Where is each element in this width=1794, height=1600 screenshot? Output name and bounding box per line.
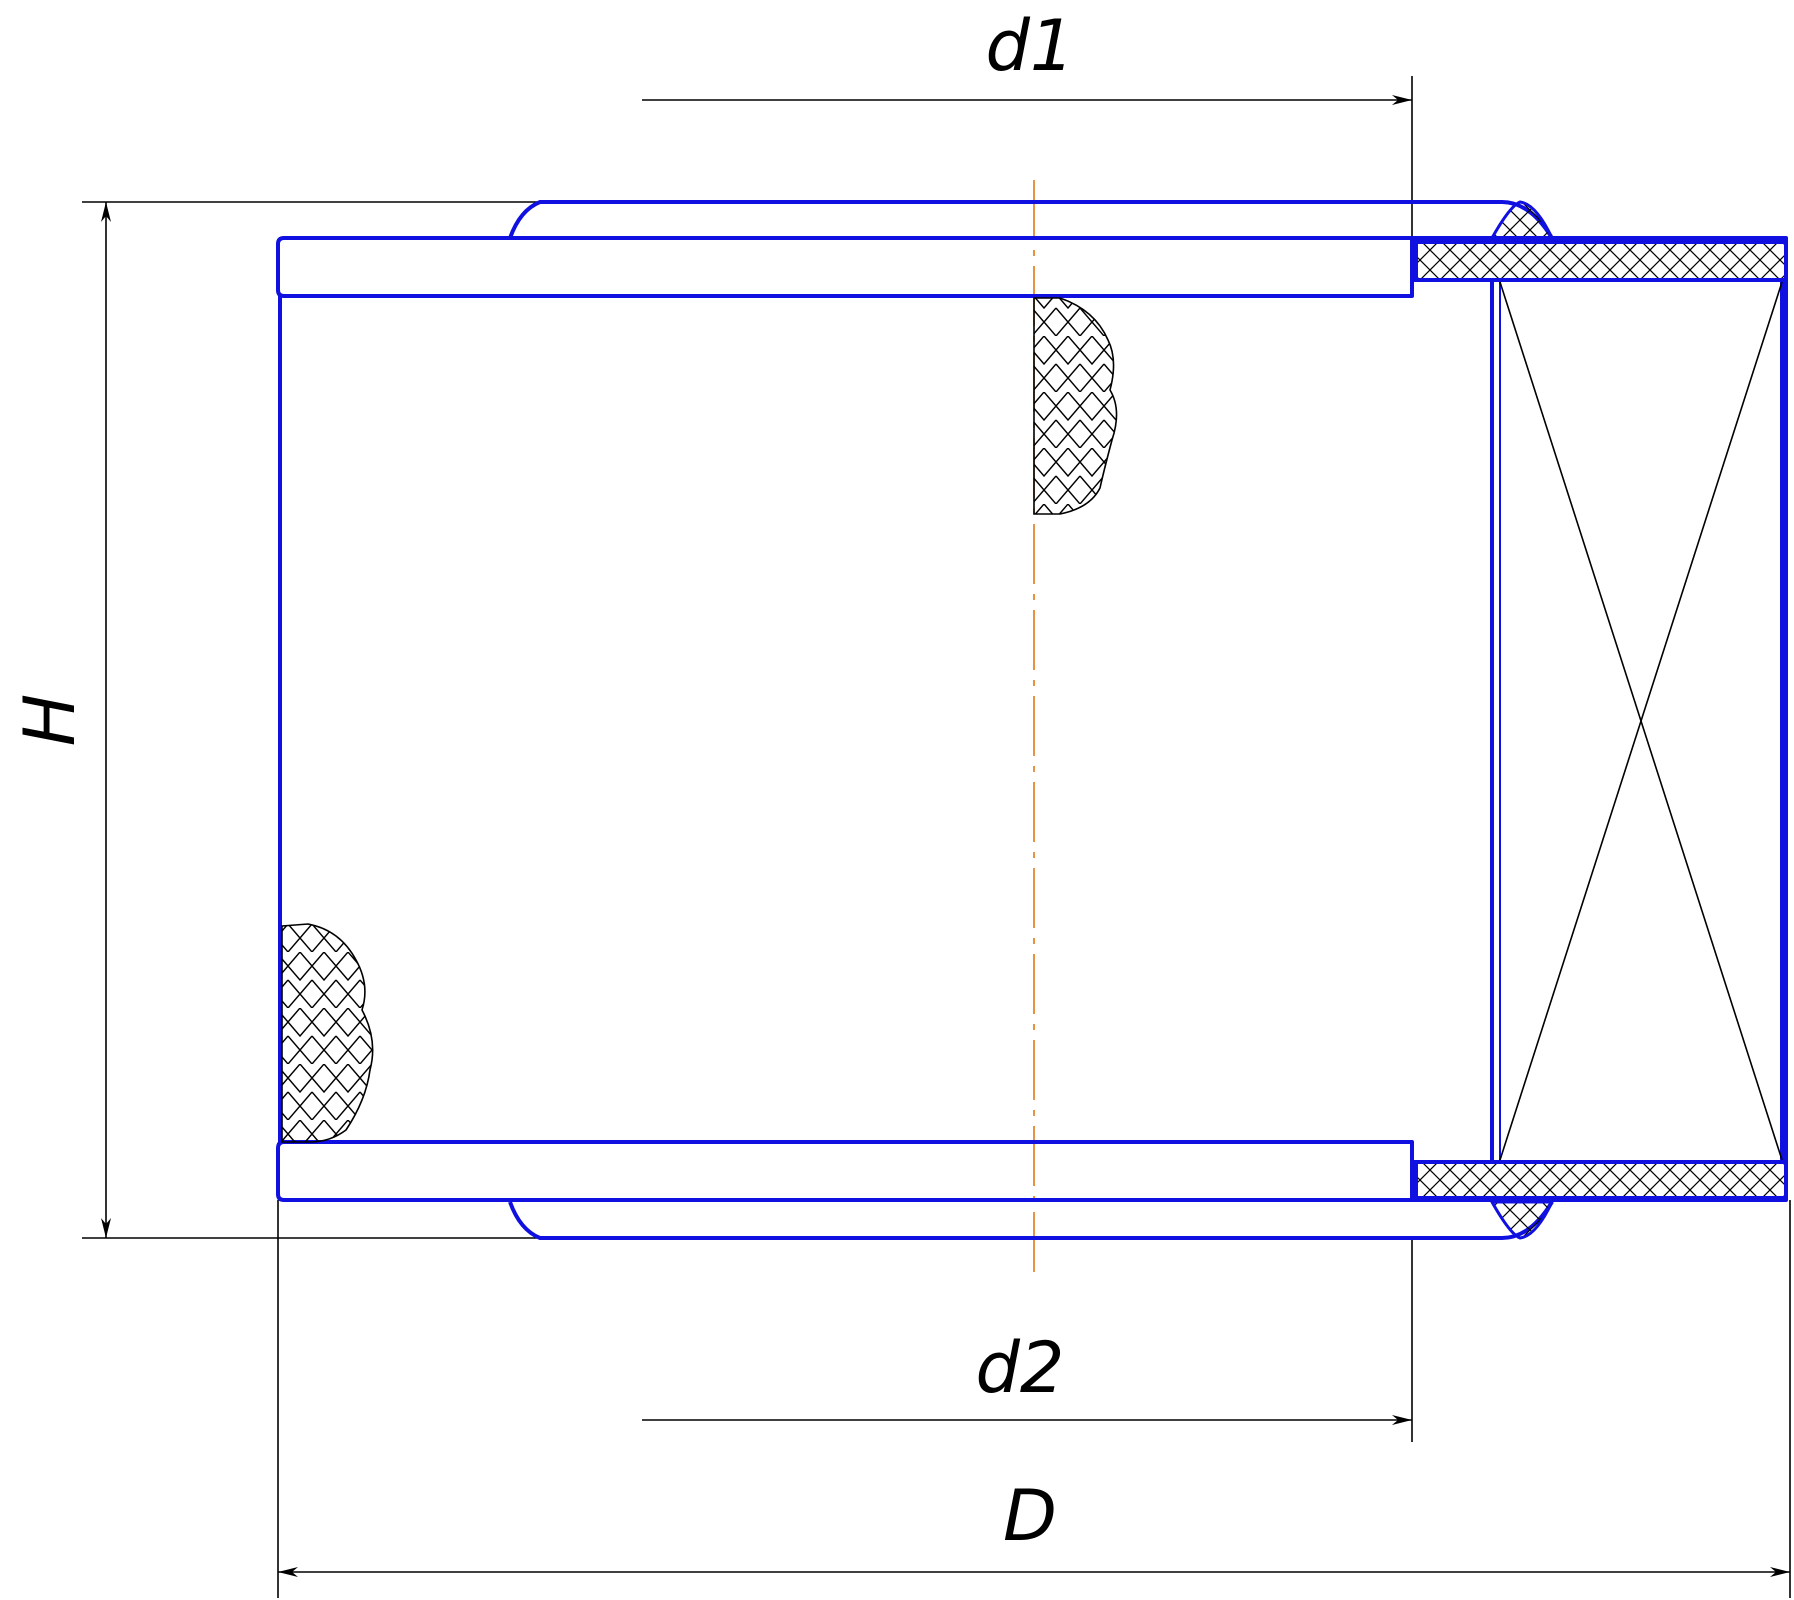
top-outer-contour — [508, 200, 1554, 240]
top-rim-lip — [1489, 200, 1555, 240]
media-diagonal-2 — [1499, 281, 1783, 1161]
dimension-d2: d2 — [642, 1240, 1413, 1442]
top-gasket-section — [1414, 240, 1788, 282]
bottom-rim-lip — [1489, 1200, 1555, 1240]
dimension-d1-label: d1 — [986, 5, 1075, 87]
mesh-fragment-bottom — [281, 923, 374, 1143]
dimension-d-label: D — [1003, 1475, 1057, 1557]
bottom-outer-contour — [508, 1200, 1554, 1240]
dimension-h-label: H — [9, 694, 91, 747]
bottom-end-cap — [276, 1140, 1414, 1202]
dimension-d2-label: d2 — [976, 1327, 1065, 1409]
right-section-frame — [1412, 236, 1788, 1202]
dimension-d1: d1 — [642, 5, 1413, 238]
dimension-h: H — [9, 201, 542, 1239]
dimension-d: D — [277, 1200, 1791, 1598]
mesh-fragment-top — [1033, 297, 1118, 515]
top-end-cap — [276, 236, 1414, 298]
bottom-gasket-section — [1414, 1160, 1788, 1200]
